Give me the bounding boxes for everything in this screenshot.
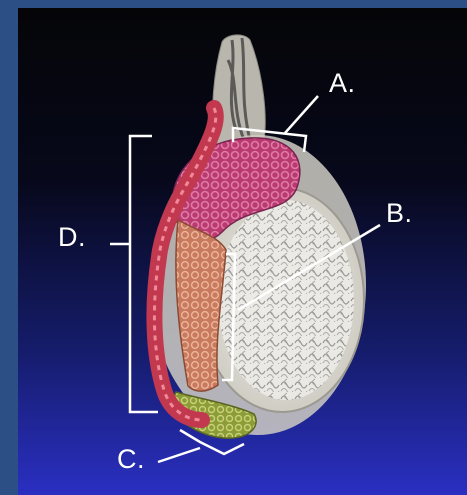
label-d: D. bbox=[58, 224, 86, 251]
label-a: A. bbox=[329, 70, 356, 97]
seminiferous-lobules bbox=[218, 200, 354, 400]
label-b: B. bbox=[386, 200, 413, 227]
label-c: C. bbox=[117, 446, 145, 473]
